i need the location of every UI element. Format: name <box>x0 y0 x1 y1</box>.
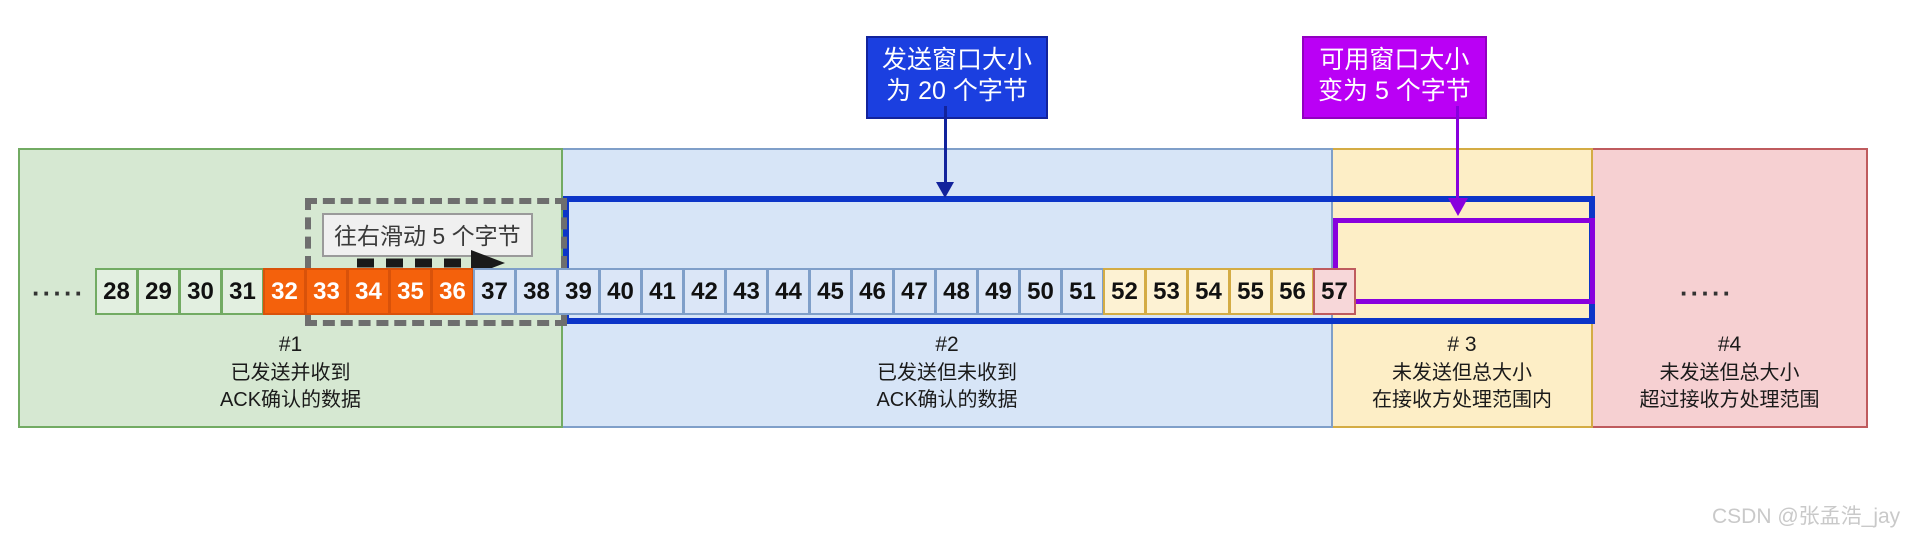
region-1-number: #1 <box>278 333 303 356</box>
region-2-number: #2 <box>935 333 959 356</box>
byte-cell: 42 <box>683 268 726 315</box>
usable-window-outline <box>1333 218 1595 304</box>
byte-cell: 33 <box>305 268 348 315</box>
byte-cell: 28 <box>95 268 138 315</box>
region-4-number: #4 <box>1717 333 1742 356</box>
byte-cell: 57 <box>1313 268 1356 315</box>
byte-cell: 30 <box>179 268 222 315</box>
byte-cell: 40 <box>599 268 642 315</box>
byte-cell: 52 <box>1103 268 1146 315</box>
region-band-4: #4 未发送但总大小 超过接收方处理范围 <box>1593 148 1868 428</box>
byte-cell: 44 <box>767 268 810 315</box>
byte-cell: 54 <box>1187 268 1230 315</box>
byte-cell: 34 <box>347 268 390 315</box>
byte-cell: 43 <box>725 268 768 315</box>
region-3-number: # 3 <box>1447 333 1477 356</box>
slide-shift-outline <box>305 198 567 326</box>
byte-cell: 41 <box>641 268 684 315</box>
byte-cell: 56 <box>1271 268 1314 315</box>
byte-cell: 38 <box>515 268 558 315</box>
byte-cell: 53 <box>1145 268 1188 315</box>
byte-cell: 32 <box>263 268 306 315</box>
callout-send-arrow-icon <box>936 182 954 198</box>
byte-cell: 51 <box>1061 268 1104 315</box>
callout-send-window-size: 发送窗口大小 为 20 个字节 <box>866 36 1049 119</box>
byte-cell: 48 <box>935 268 978 315</box>
callout-send-leader-line <box>944 106 947 190</box>
callout-available-leader-line <box>1456 106 1459 206</box>
byte-cell: 50 <box>1019 268 1062 315</box>
callout-available-window-size: 可用窗口大小 变为 5 个字节 <box>1302 36 1487 119</box>
byte-cell: 35 <box>389 268 432 315</box>
byte-cell: 46 <box>851 268 894 315</box>
region-4-description: 未发送但总大小 超过接收方处理范围 <box>1639 362 1820 411</box>
byte-cell: 49 <box>977 268 1020 315</box>
byte-cell: 39 <box>557 268 600 315</box>
right-ellipsis: ····· <box>1680 278 1734 308</box>
byte-cell: 47 <box>893 268 936 315</box>
region-2-description: 已发送但未收到 ACK确认的数据 <box>876 362 1018 411</box>
watermark: CSDN @张孟浩_jay <box>1712 505 1901 528</box>
left-ellipsis: ····· <box>32 278 86 308</box>
byte-cell: 55 <box>1229 268 1272 315</box>
byte-cell: 37 <box>473 268 516 315</box>
byte-cell: 29 <box>137 268 180 315</box>
callout-available-arrow-icon <box>1448 198 1468 216</box>
region-3-description: 未发送但总大小 在接收方处理范围内 <box>1372 362 1552 411</box>
region-1-description: 已发送并收到 ACK确认的数据 <box>219 362 362 411</box>
byte-cell: 45 <box>809 268 852 315</box>
slide-annotation-label: 往右滑动 5 个字节 <box>322 213 533 257</box>
byte-cell: 36 <box>431 268 474 315</box>
byte-cell: 31 <box>221 268 264 315</box>
